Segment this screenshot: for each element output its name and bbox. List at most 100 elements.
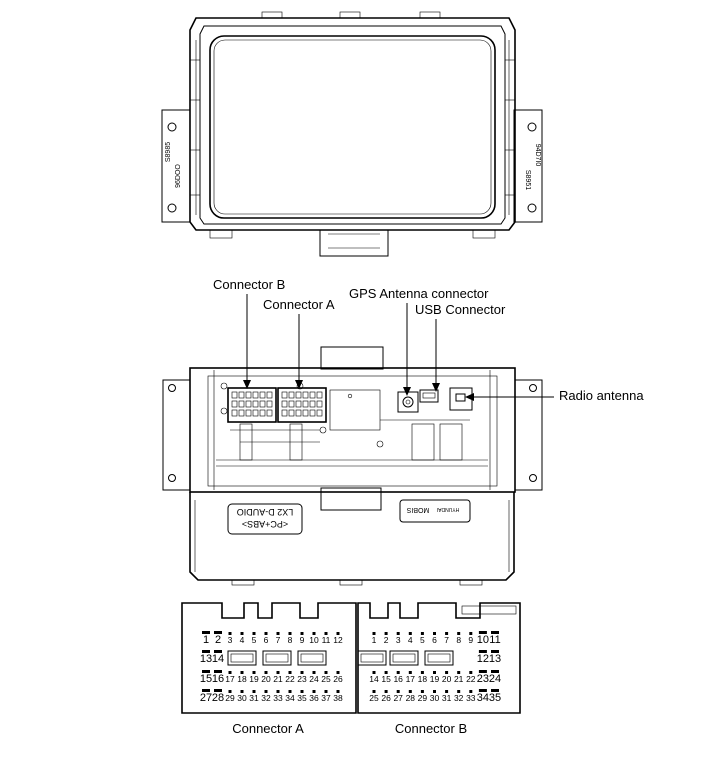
pin-marker <box>445 690 449 693</box>
pin-number: 26 <box>333 674 343 684</box>
pin-marker <box>408 690 412 693</box>
rear-pin-cell <box>231 391 238 399</box>
pin-marker <box>433 671 436 674</box>
rear-pin-cell <box>288 409 295 417</box>
label-radio-antenna: Radio antenna <box>559 388 644 403</box>
pin-marker <box>324 632 328 635</box>
label-connector-a: Connector A <box>263 297 335 312</box>
pin-number: 34 <box>477 692 489 704</box>
pin-marker <box>240 632 244 635</box>
pin-number: 36 <box>309 693 319 703</box>
rear-pin-cell <box>316 400 323 408</box>
pin-marker <box>300 671 304 674</box>
pin-number: 31 <box>442 693 452 703</box>
pin-marker <box>202 650 210 653</box>
pin-number: 15 <box>200 673 212 685</box>
pin-number: 14 <box>369 674 379 684</box>
pin-number: 34 <box>285 693 295 703</box>
terminal-slot <box>297 650 327 666</box>
radio-antenna-socket <box>449 387 473 411</box>
pin-number: 12 <box>333 635 343 645</box>
pin-number: 26 <box>381 693 391 703</box>
pin-number: 18 <box>418 674 428 684</box>
pin-marker <box>240 690 244 693</box>
right-mount-ear <box>513 109 543 223</box>
pin-number: 4 <box>240 635 245 645</box>
rear-pin-cell <box>316 391 323 399</box>
display-screen <box>209 35 496 219</box>
connector-a-housing <box>277 387 327 423</box>
rear-pin-cell <box>252 391 259 399</box>
rear-lower-cover <box>189 492 515 581</box>
rear-pin-cell <box>302 391 309 399</box>
pin-number: 20 <box>442 674 452 684</box>
pin-number: 1 <box>203 634 209 646</box>
terminal-slot <box>262 650 292 666</box>
pin-number: 16 <box>212 673 224 685</box>
pin-marker <box>300 690 304 693</box>
pin-number: 25 <box>321 674 331 684</box>
rear-pin-cell <box>231 409 238 417</box>
terminal-slot <box>389 650 419 666</box>
pin-marker <box>202 631 210 634</box>
pin-marker <box>228 632 232 635</box>
pin-marker <box>228 671 232 674</box>
pin-number: 4 <box>408 635 413 645</box>
terminal-slot-inner <box>265 653 289 663</box>
rear-pin-cell <box>288 400 295 408</box>
usb-socket <box>419 389 439 403</box>
terminal-slot-inner <box>300 653 324 663</box>
rear-pin-cell <box>295 391 302 399</box>
pin-number: 35 <box>297 693 307 703</box>
pin-number: 22 <box>285 674 295 684</box>
rear-pin-cell <box>295 409 302 417</box>
pin-marker <box>336 690 340 693</box>
pin-marker <box>324 671 328 674</box>
pin-marker <box>420 632 424 635</box>
label-connector-b: Connector B <box>213 277 285 292</box>
pin-number: 3 <box>228 635 233 645</box>
connector-a-outline <box>181 602 357 714</box>
unit-rear-view: LX2 D-AUDIO <PC+ABS> MOBIS HYUNDAI <box>162 346 543 586</box>
rear-pin-cell <box>266 400 273 408</box>
pin-number: 6 <box>264 635 269 645</box>
pin-number: 30 <box>237 693 247 703</box>
brand-hyundai: HYUNDAI <box>437 506 460 512</box>
pin-number: 27 <box>393 693 403 703</box>
caption-connector-b: Connector B <box>395 721 467 736</box>
label-gps-antenna: GPS Antenna connector <box>349 286 489 301</box>
gps-antenna-socket <box>397 391 419 413</box>
pin-number: 8 <box>288 635 293 645</box>
rear-pin-cell <box>295 400 302 408</box>
pin-number: 30 <box>430 693 440 703</box>
caption-connector-a: Connector A <box>232 721 304 736</box>
pin-marker <box>214 650 222 653</box>
pin-number: 29 <box>418 693 428 703</box>
pin-marker <box>478 689 487 692</box>
rear-pin-cell <box>231 400 238 408</box>
rear-pin-cell <box>302 400 309 408</box>
pin-number: 21 <box>454 674 464 684</box>
pin-marker <box>288 690 292 693</box>
pin-marker <box>420 671 424 674</box>
pin-number: 2 <box>215 634 221 646</box>
callouts: Connector B Connector A GPS Antenna conn… <box>213 277 644 403</box>
left-code-2: 96DOO <box>175 164 182 188</box>
pin-marker <box>491 650 499 653</box>
brand-mobis: MOBIS <box>406 506 429 513</box>
pin-marker <box>312 671 316 674</box>
pin-marker <box>420 690 424 693</box>
pin-number: 31 <box>249 693 259 703</box>
pin-number: 5 <box>252 635 257 645</box>
right-code-1: S8951 <box>524 170 531 190</box>
pin-marker <box>264 690 268 693</box>
rear-pin-cell <box>259 391 266 399</box>
left-code-1: S8985 <box>165 142 172 162</box>
terminal-slot-inner <box>427 653 451 663</box>
pin-number: 1 <box>372 635 377 645</box>
pin-marker <box>445 671 449 674</box>
rear-pin-cell <box>281 400 288 408</box>
